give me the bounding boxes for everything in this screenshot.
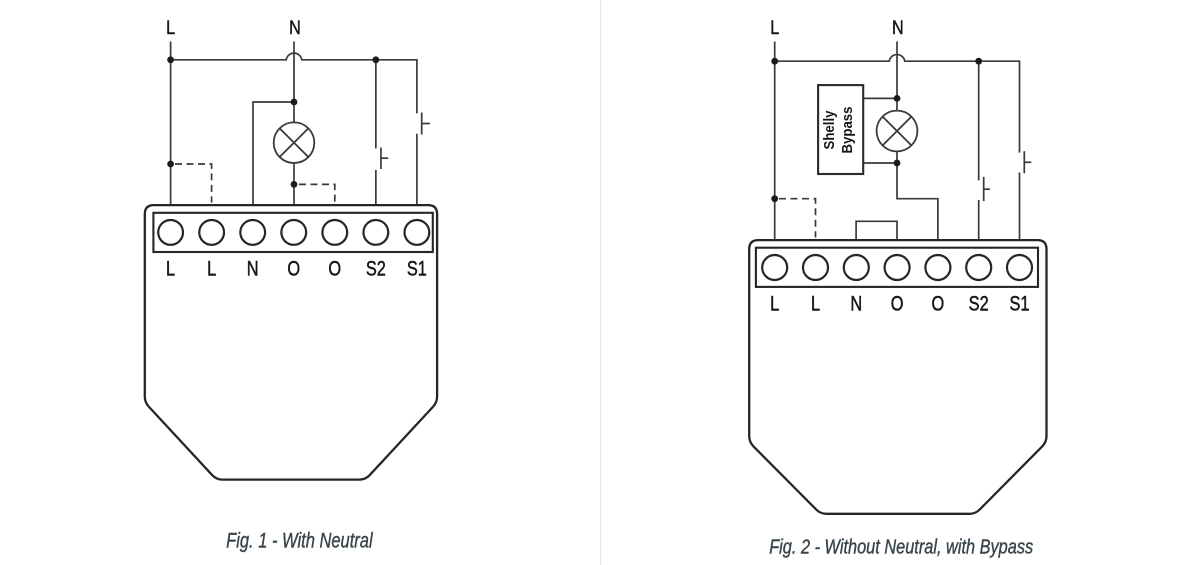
svg-text:L: L xyxy=(166,256,175,279)
svg-text:N: N xyxy=(289,17,301,39)
svg-text:Fig. 2 - Without Neutral, with: Fig. 2 - Without Neutral, with Bypass xyxy=(769,536,1033,558)
svg-text:O: O xyxy=(891,291,904,314)
svg-text:L: L xyxy=(811,291,820,314)
svg-text:S2: S2 xyxy=(366,256,386,279)
svg-text:L: L xyxy=(770,291,779,314)
svg-text:S1: S1 xyxy=(1009,291,1029,314)
svg-text:N: N xyxy=(850,291,862,314)
svg-text:L: L xyxy=(770,17,779,39)
svg-text:O: O xyxy=(287,256,300,279)
svg-text:S1: S1 xyxy=(407,256,427,279)
svg-text:S2: S2 xyxy=(969,291,989,314)
svg-text:L: L xyxy=(207,256,216,279)
svg-text:N: N xyxy=(892,17,904,39)
svg-text:L: L xyxy=(166,17,175,39)
svg-text:Shelly: Shelly xyxy=(822,111,838,150)
svg-text:O: O xyxy=(328,256,341,279)
svg-text:N: N xyxy=(247,256,259,279)
svg-text:O: O xyxy=(932,291,945,314)
svg-text:Bypass: Bypass xyxy=(840,107,856,154)
svg-text:Fig. 1 - With Neutral: Fig. 1 - With Neutral xyxy=(226,530,374,553)
